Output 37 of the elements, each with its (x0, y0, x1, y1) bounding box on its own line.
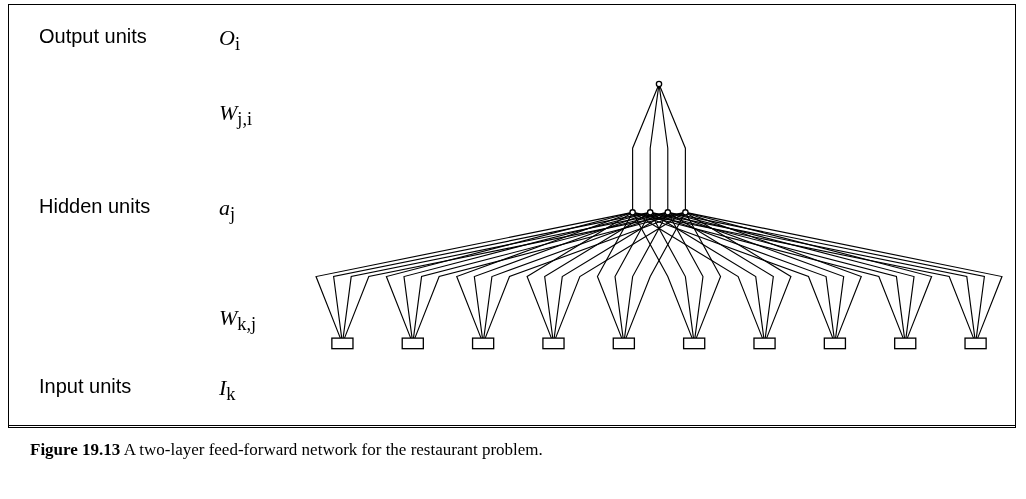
connector (544, 213, 649, 339)
node-circle (655, 80, 663, 88)
connector (632, 85, 659, 211)
connector (669, 213, 774, 339)
layer-label: Output units (39, 25, 147, 48)
math-symbol: I$_{k}$ (219, 375, 236, 406)
node-circle (646, 209, 654, 216)
connector (687, 213, 792, 339)
node-box (612, 337, 636, 350)
node-box (331, 337, 354, 350)
connector (686, 214, 722, 339)
node-box (471, 337, 495, 350)
node-circle (629, 209, 636, 216)
math-symbol: W$_{j,i}$ (219, 100, 253, 131)
connector (596, 214, 632, 339)
layer-label: Input units (39, 375, 132, 398)
connector (687, 212, 862, 339)
connector (649, 86, 660, 211)
math-symbol: a$_{j}$ (219, 195, 236, 226)
connector (658, 86, 669, 211)
node-box (964, 337, 987, 350)
node-box (401, 337, 424, 350)
node-box (823, 337, 847, 350)
node-box (682, 337, 706, 350)
node-box (753, 337, 776, 350)
connector (625, 214, 685, 339)
connector (456, 212, 631, 339)
node-circle (664, 209, 672, 216)
node-box (894, 337, 917, 350)
connector (526, 213, 631, 339)
connector (659, 85, 686, 211)
node-box (542, 337, 565, 350)
figure-caption: Figure 19.13 A two-layer feed-forward network for the restaurant problem. (30, 440, 543, 460)
math-symbol: W$_{k,j}$ (219, 305, 257, 336)
math-symbol: O$_{i}$ (219, 25, 240, 56)
layer-label: Hidden units (39, 195, 151, 218)
node-circle (682, 209, 689, 216)
